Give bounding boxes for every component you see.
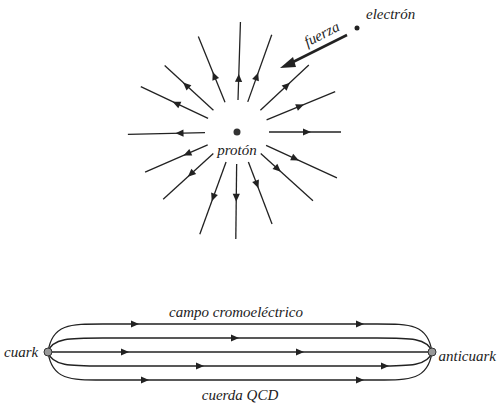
particle-label: anticuark [437,348,499,365]
field-line [48,324,432,352]
field-arrowhead [296,348,304,355]
field-arrowhead [212,72,219,81]
string-label: cuerda QCD [200,387,281,404]
particle-label: electrón [364,6,417,23]
field-line [145,145,208,172]
antiquark-dot [428,348,436,356]
field-arrowhead [273,164,281,172]
particle-label: protón [215,142,258,159]
field-arrowheads [173,72,311,202]
field-line [48,352,432,366]
field-line [261,153,313,200]
proton-dot [234,129,241,136]
particle-label: cuark [2,344,40,361]
field-arrowhead [196,362,204,369]
field-line [260,65,308,110]
field-arrowhead [173,102,182,109]
field-line [128,133,205,135]
field-arrowhead [176,130,184,137]
field-arrowhead [295,104,304,111]
electron-dot [355,26,360,31]
field-arrowhead [183,149,192,156]
field-arrowhead [121,348,129,355]
field-arrowhead [303,128,311,135]
field-line [266,145,337,177]
field-line [141,87,208,119]
tube-arrowheads [121,320,389,383]
field-line [48,351,432,352]
field-line [238,22,240,100]
field-line [48,352,432,380]
quark-dot [44,348,52,356]
field-arrowhead [252,179,259,188]
field-arrowhead [141,376,149,383]
field-arrowhead [211,193,218,202]
field-line [198,36,225,102]
field-arrowhead [131,320,139,327]
field-arrowhead [231,334,239,341]
field-arrowhead [356,320,364,327]
force-label: fuerza [300,17,344,51]
field-label: campo cromoeléctrico [167,304,305,321]
force-arrowhead [280,57,296,68]
field-line [200,162,226,234]
field-line [248,162,272,224]
field-arrowhead [290,154,299,161]
field-arrowhead [252,73,259,82]
field-line [248,35,272,102]
chromoelectric-field-lines [48,324,432,380]
field-line [267,92,336,120]
field-arrowhead [233,194,240,202]
field-arrowhead [381,362,389,369]
field-arrowhead [188,169,196,177]
field-line [165,66,214,111]
field-line [48,338,432,352]
field-arrowhead [235,74,242,82]
field-arrowhead [282,83,290,91]
field-arrowhead [183,82,191,90]
field-arrowhead [356,376,364,383]
